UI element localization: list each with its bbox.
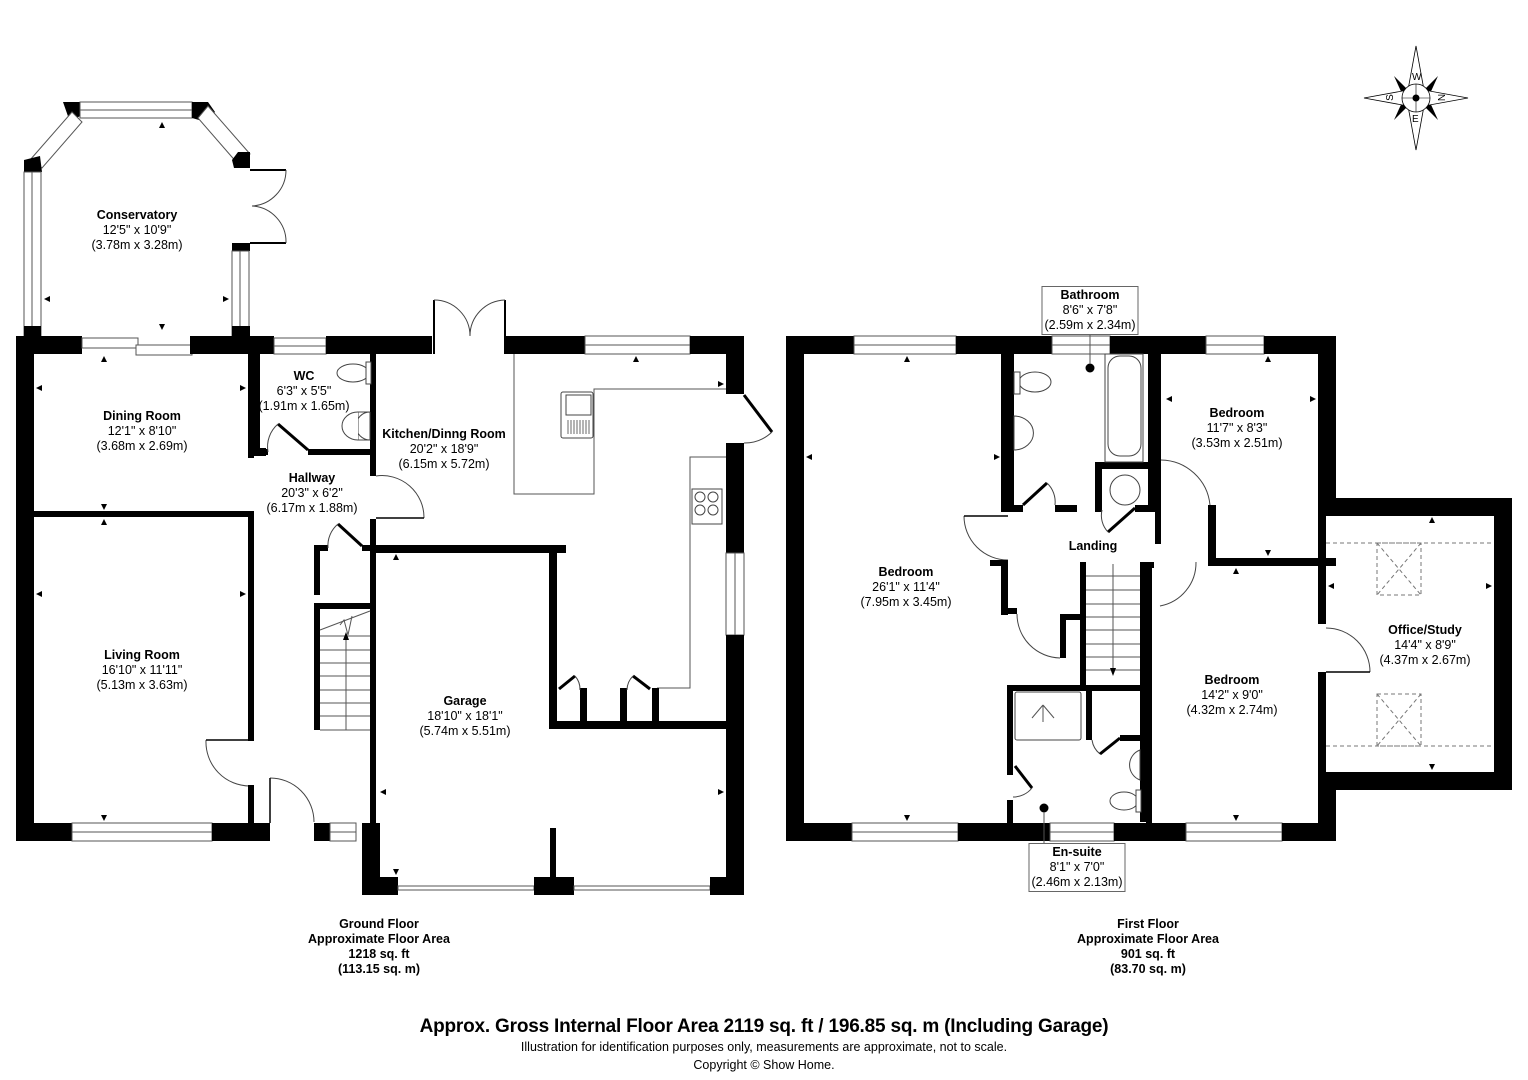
compass-icon: [1363, 45, 1469, 151]
first-floor-plan: [786, 330, 1512, 843]
room-label-bedroom-2: Bedroom 11'7" x 8'3" (3.53m x 2.51m): [1191, 406, 1283, 450]
room-label-conservatory: Conservatory 12'5" x 10'9" (3.78m x 3.28…: [91, 208, 183, 252]
conservatory-walls: [23, 101, 287, 338]
ground-floor-area: Ground Floor Approximate Floor Area 1218…: [308, 917, 450, 976]
room-label-garage: Garage 18'10" x 18'1" (5.74m x 5.51m): [419, 694, 511, 738]
room-label-en-suite: En-suite 8'1" x 7'0" (2.46m x 2.13m): [1028, 843, 1126, 892]
copyright-text: Copyright © Show Home.: [693, 1058, 835, 1072]
room-label-kitchen-dining: Kitchen/Dinng Room 20'2" x 18'9" (6.15m …: [382, 427, 506, 471]
room-label-hallway: Hallway 20'3" x 6'2" (6.17m x 1.88m): [266, 471, 358, 515]
first-floor-area: First Floor Approximate Floor Area 901 s…: [1077, 917, 1219, 976]
ground-staircase: [319, 610, 371, 731]
compass-west: W: [1412, 72, 1422, 83]
room-label-bedroom-1: Bedroom 26'1" x 11'4" (7.95m x 3.45m): [860, 565, 952, 609]
room-label-office-study: Office/Study 14'4" x 8'9" (4.37m x 2.67m…: [1379, 623, 1471, 667]
first-staircase: [1086, 564, 1140, 676]
room-label-bedroom-3: Bedroom 14'2" x 9'0" (4.32m x 2.74m): [1186, 673, 1278, 717]
room-label-dining-room: Dining Room 12'1" x 8'10" (3.68m x 2.69m…: [96, 409, 188, 453]
dimension-markers: [36, 122, 1492, 875]
room-label-bathroom: Bathroom 8'6" x 7'8" (2.59m x 2.34m): [1041, 286, 1139, 335]
room-label-wc: WC 6'3" x 5'5" (1.91m x 1.65m): [258, 369, 350, 413]
compass-north: N: [1435, 93, 1447, 102]
compass-south: S: [1384, 94, 1396, 101]
compass-east: E: [1412, 114, 1419, 125]
gross-floor-area-title: Approx. Gross Internal Floor Area 2119 s…: [419, 1016, 1109, 1037]
disclaimer-text: Illustration for identification purposes…: [520, 1040, 1008, 1054]
ground-floor-plan: [16, 101, 774, 895]
room-label-living-room: Living Room 16'10" x 11'11" (5.13m x 3.6…: [96, 648, 188, 692]
room-label-landing: Landing: [1068, 539, 1118, 553]
